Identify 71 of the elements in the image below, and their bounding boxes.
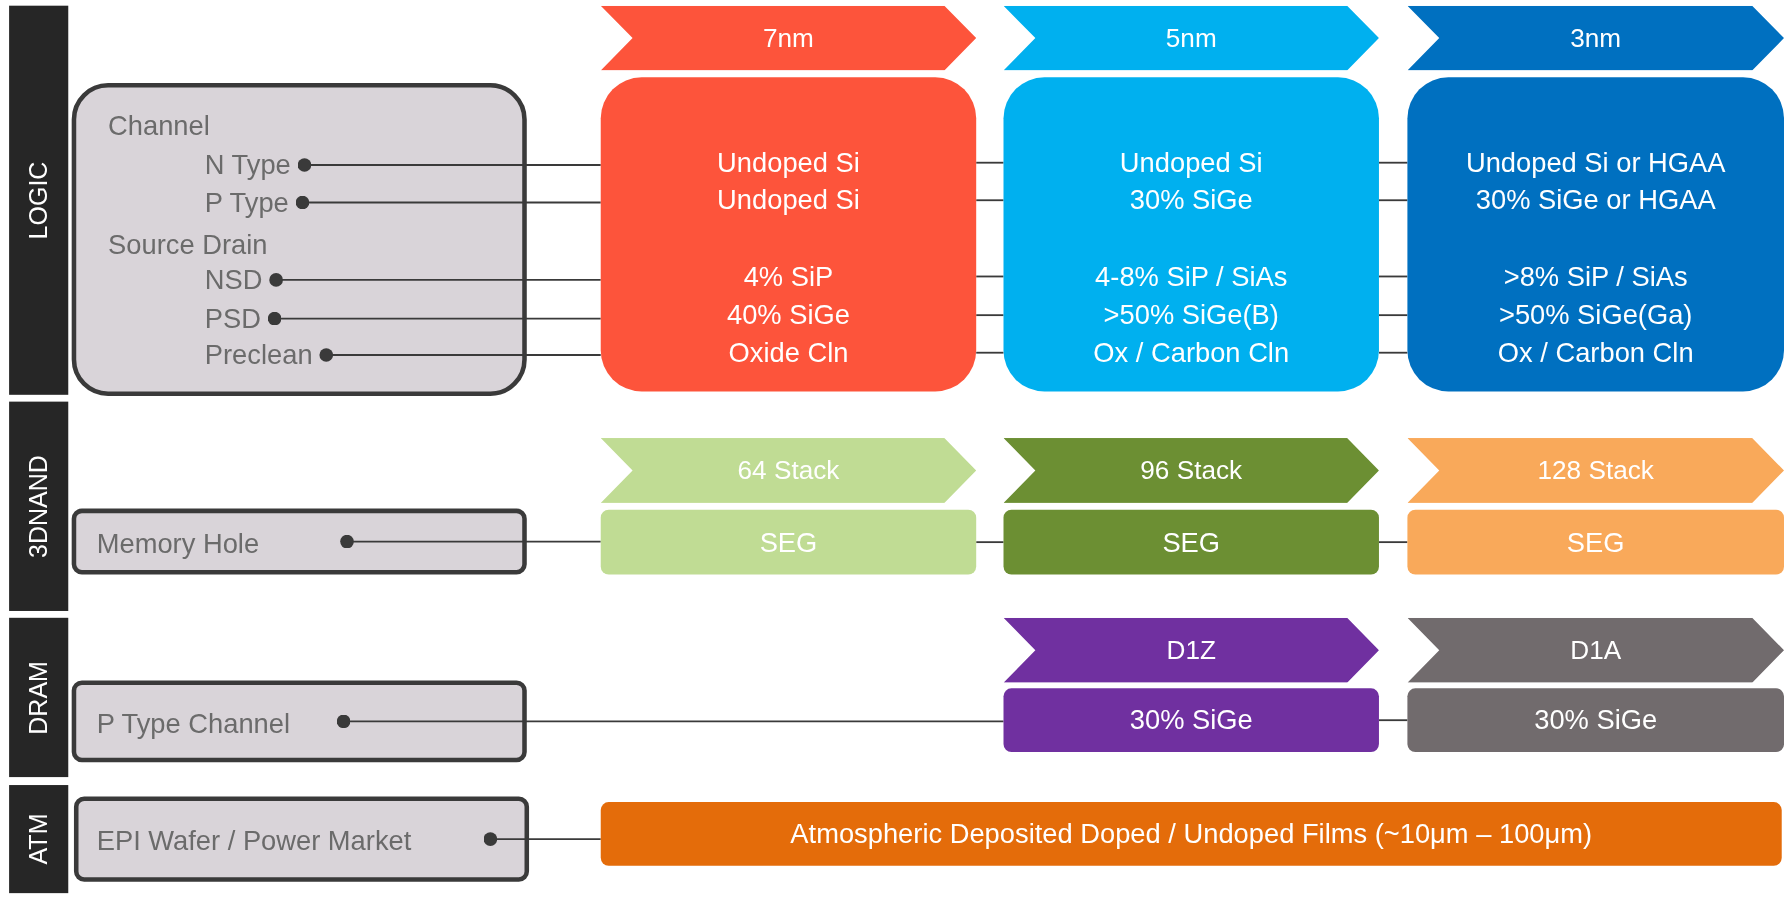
- process-box: 30% SiGe: [1407, 688, 1784, 753]
- material-label: >50% SiGe(B): [1102, 298, 1280, 332]
- row-label: Preclean: [204, 337, 327, 373]
- process-box: 30% SiGe: [1003, 688, 1379, 753]
- connector-line: [1378, 351, 1409, 354]
- row-band: LOGIC: [9, 5, 69, 395]
- category-label: EPI Wafer / Power Market: [96, 824, 412, 857]
- material-label: Undoped Si: [716, 183, 861, 218]
- category-label: P Type Channel: [96, 707, 291, 740]
- process-box: SEG: [1407, 509, 1784, 575]
- connector-line: [1378, 541, 1409, 544]
- category-box: [71, 680, 527, 763]
- connector-line: [319, 348, 602, 362]
- connector-line: [975, 199, 1005, 202]
- process-box: [1003, 77, 1379, 392]
- connector-line: [267, 311, 602, 326]
- row-label: N Type: [204, 147, 305, 183]
- group-heading: Channel: [108, 110, 210, 143]
- material-label: Oxide Cln: [727, 335, 850, 370]
- row-label: PSD: [204, 301, 275, 336]
- chevron-tag: 64 Stack: [600, 438, 977, 503]
- chevron-tag: 128 Stack: [1407, 438, 1784, 503]
- row-label: NSD: [204, 262, 277, 297]
- row-label: P Type: [204, 185, 303, 220]
- connector-line: [975, 314, 1005, 317]
- material-label: >50% SiGe(Ga): [1497, 298, 1694, 332]
- connector-line: [975, 161, 1005, 164]
- chevron-tag: 3nm: [1407, 5, 1784, 71]
- material-label: 40% SiGe: [726, 298, 851, 332]
- connector-line: [295, 195, 602, 210]
- connector-line: [483, 832, 602, 846]
- connector-line: [1378, 314, 1409, 317]
- chevron-tag: D1Z: [1003, 617, 1379, 683]
- connector-line: [975, 351, 1005, 354]
- category-box: [73, 796, 530, 882]
- connector-line: [1378, 199, 1409, 202]
- material-label: Ox / Carbon Cln: [1092, 335, 1291, 370]
- process-box: SEG: [600, 509, 977, 575]
- material-label: Undoped Si or HGAA: [1464, 145, 1727, 180]
- material-label: 4-8% SiP / SiAs: [1094, 259, 1289, 294]
- process-box: Atmospheric Deposited Doped / Undoped Films (~10μm – 100μm): [600, 802, 1782, 866]
- process-box: SEG: [1003, 509, 1379, 575]
- material-label: >8% SiP / SiAs: [1502, 259, 1689, 294]
- row-band: 3DNAND: [9, 401, 69, 611]
- connector-line: [297, 158, 602, 172]
- material-label: 30% SiGe: [1128, 183, 1254, 218]
- connector-line: [340, 534, 602, 549]
- category-box: [71, 508, 527, 575]
- process-box: [1407, 77, 1784, 392]
- material-label: Undoped Si: [716, 145, 861, 180]
- connector-line: [975, 275, 1005, 278]
- row-band: DRAM: [9, 617, 69, 778]
- chevron-tag: 96 Stack: [1003, 438, 1379, 503]
- chevron-tag: 5nm: [1003, 5, 1379, 71]
- category-box: [71, 83, 527, 396]
- category-label: Memory Hole: [96, 527, 260, 560]
- chevron-tag: 7nm: [600, 5, 977, 71]
- material-label: 30% SiGe or HGAA: [1474, 183, 1717, 218]
- chevron-tag: D1A: [1407, 617, 1784, 683]
- process-box: [600, 77, 977, 392]
- connector-line: [975, 541, 1005, 544]
- material-label: 4% SiP: [742, 259, 835, 294]
- connector-line: [269, 273, 602, 287]
- connector-line: [1378, 275, 1409, 278]
- connector-line: [1378, 719, 1409, 722]
- group-heading: Source Drain: [108, 228, 268, 261]
- connector-line: [336, 714, 1005, 729]
- material-label: Ox / Carbon Cln: [1496, 335, 1695, 370]
- material-label: Undoped Si: [1118, 145, 1264, 180]
- row-band: ATM: [9, 785, 69, 894]
- connector-line: [1378, 161, 1409, 164]
